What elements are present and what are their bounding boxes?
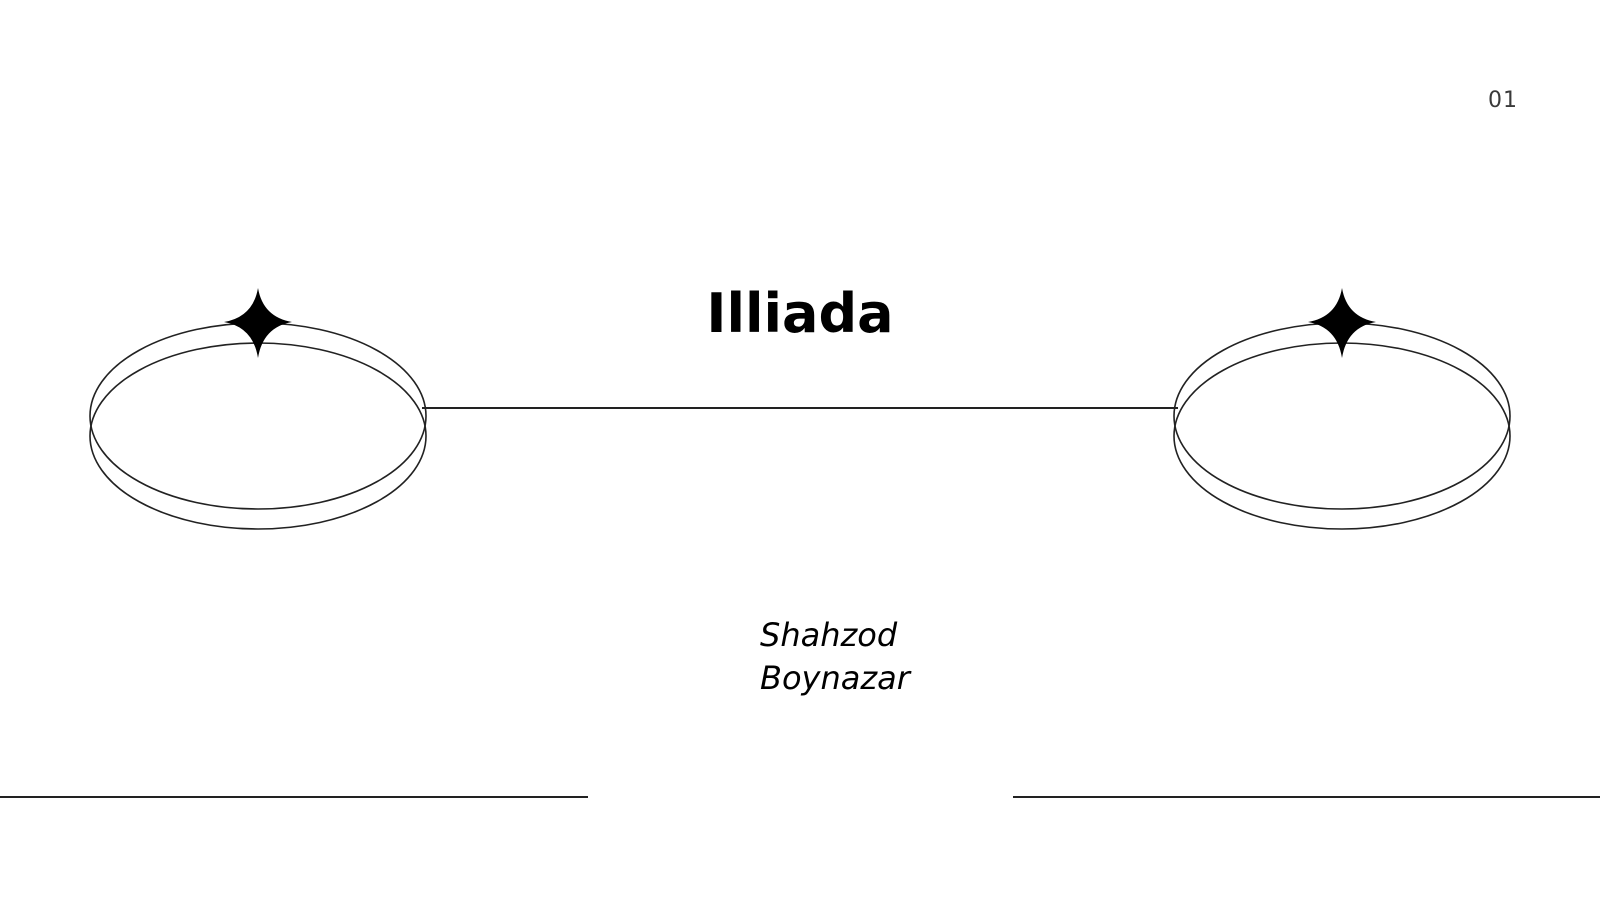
page-number: 01 <box>1488 88 1518 113</box>
slide-title: Illiada <box>706 282 894 345</box>
right-star-icon <box>1308 288 1376 358</box>
author-first-name: Shahzod <box>760 616 898 654</box>
author-last-name: Boynazar <box>760 659 910 697</box>
left-star-icon <box>224 288 292 358</box>
author-name: Shahzod Boynazar <box>760 614 910 700</box>
